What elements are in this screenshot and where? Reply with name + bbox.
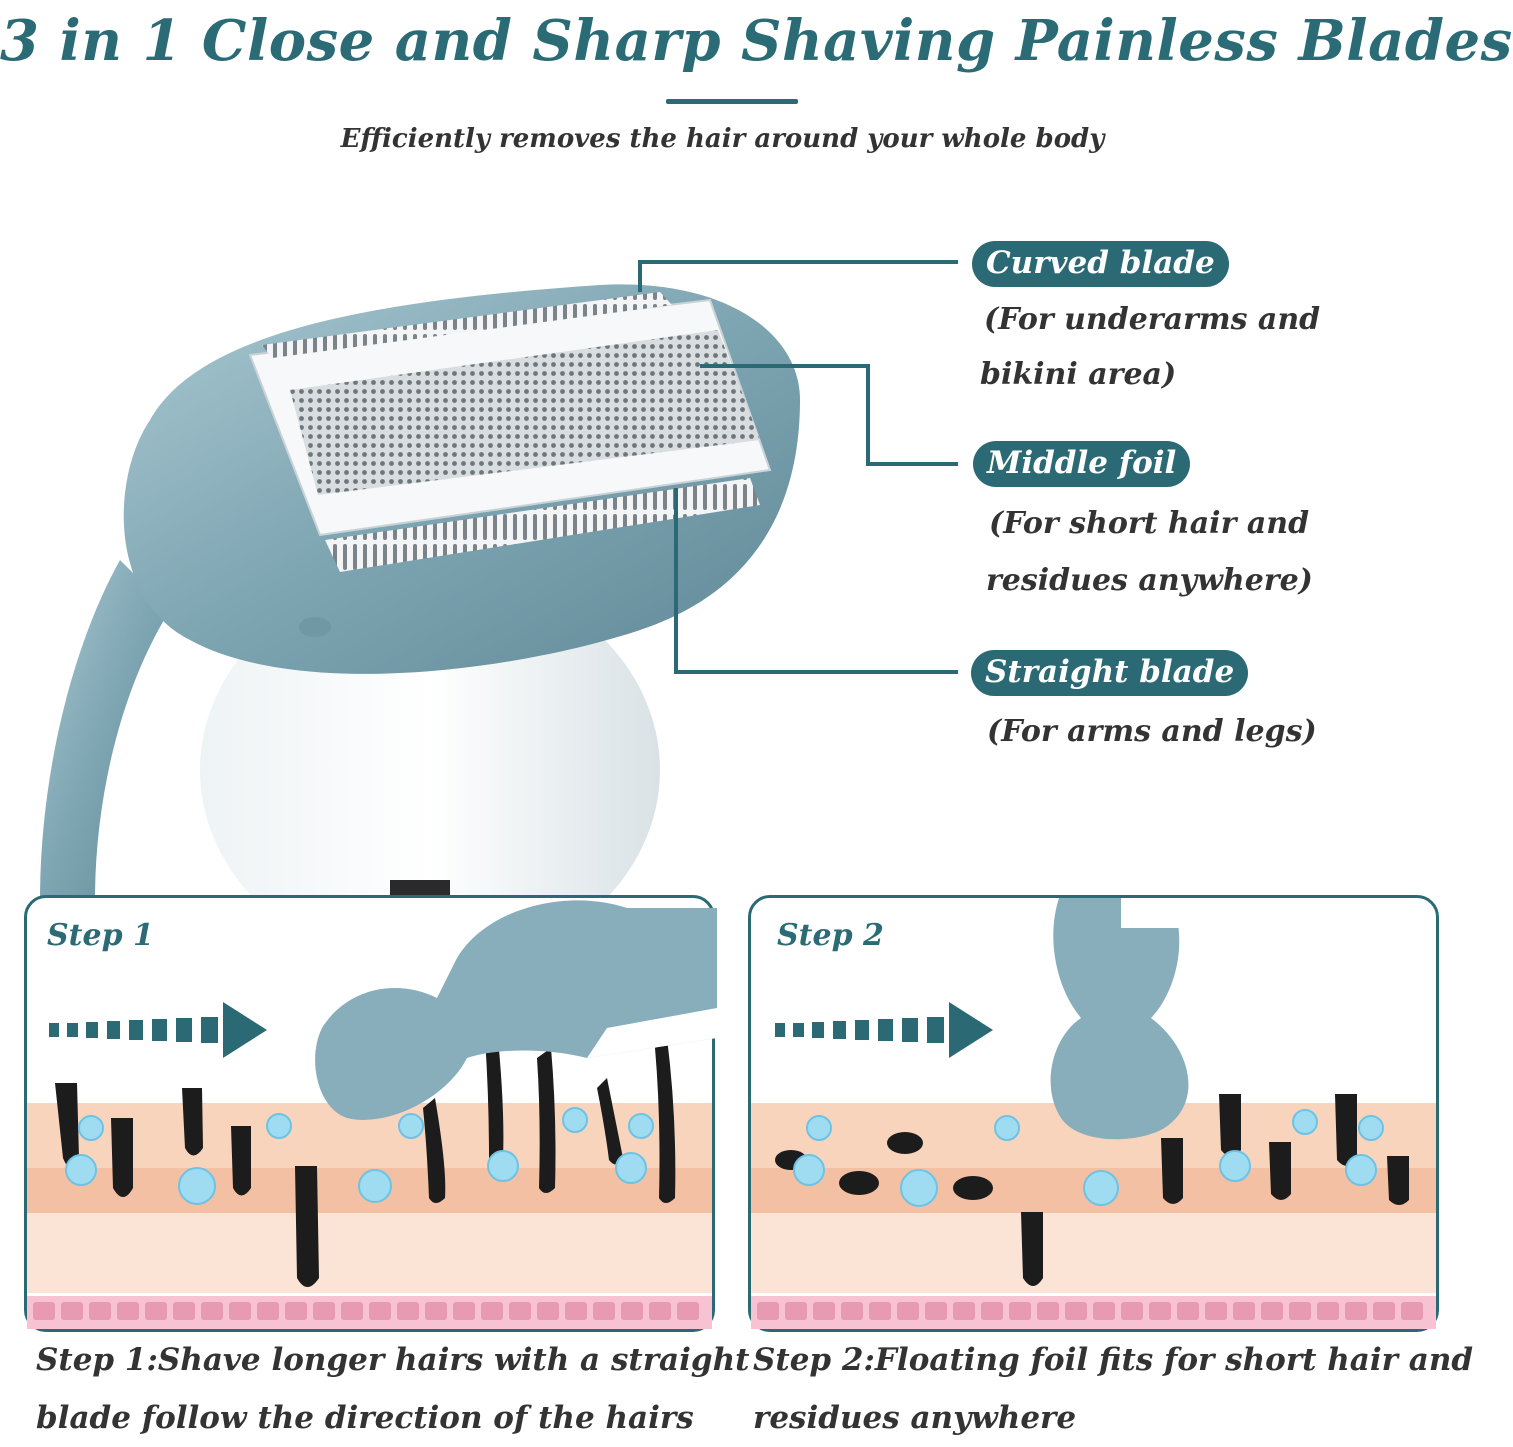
shaver-image <box>40 284 800 970</box>
callout-middle-foil-desc-1: (For short hair and <box>989 506 1310 541</box>
step-2-illustration <box>751 898 1436 1329</box>
callout-curved-blade-desc-2: bikini area) <box>980 357 1177 392</box>
callout-middle-foil-desc-2: residues anywhere) <box>986 563 1313 598</box>
step-1-illustration <box>27 900 717 1329</box>
callout-leader-lines <box>638 260 958 674</box>
step-1-caption-line-2: blade follow the direction of the hairs <box>36 1400 694 1436</box>
title-underline <box>666 99 798 104</box>
step-2-caption-line-2: residues anywhere <box>753 1400 1077 1436</box>
step-1-panel <box>24 895 717 1332</box>
step-2-caption-line-1: Step 2:Floating foil fits for short hair… <box>753 1342 1474 1378</box>
callout-curved-blade-label: Curved blade <box>972 241 1229 287</box>
callout-straight-blade-label: Straight blade <box>971 650 1249 696</box>
step-2-panel <box>748 895 1439 1332</box>
step-1-label: Step 1 <box>47 918 154 953</box>
callout-straight-blade-desc-1: (For arms and legs) <box>987 714 1317 749</box>
callout-curved-blade-desc-1: (For underarms and <box>984 302 1321 337</box>
shaver-illustration <box>0 240 830 970</box>
callout-middle-foil-label: Middle foil <box>973 441 1191 487</box>
page-subtitle: Efficiently removes the hair around your… <box>340 124 1105 154</box>
page-title: 3 in 1 Close and Sharp Shaving Painless … <box>0 8 1513 74</box>
step-1-caption-line-1: Step 1:Shave longer hairs with a straigh… <box>36 1342 750 1378</box>
step-2-label: Step 2 <box>777 918 884 953</box>
